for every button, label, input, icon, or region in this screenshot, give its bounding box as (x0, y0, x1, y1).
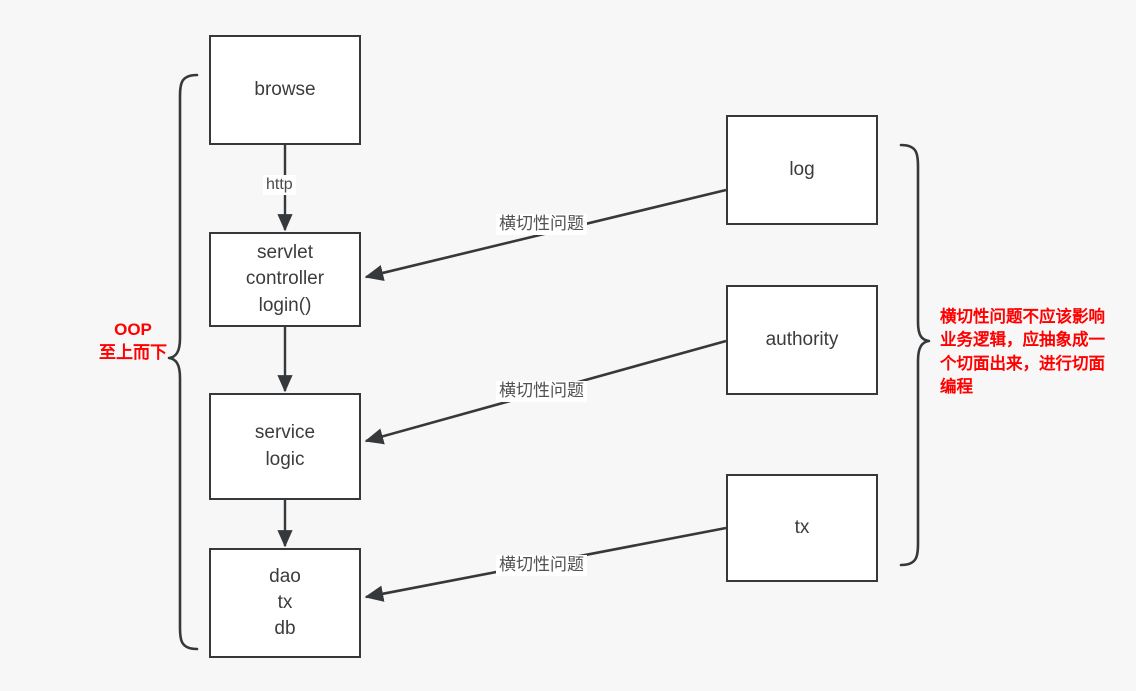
annotation-aspect-note: 横切性问题不应该影响业务逻辑，应抽象成一个切面出来，进行切面编程 (940, 308, 1105, 397)
annotation-oop-topdown: OOP 至上而下 (99, 320, 167, 363)
node-dao-label: dao tx db (269, 565, 301, 640)
node-service-logic-label: service logic (254, 422, 316, 470)
node-tx-label: tx (794, 516, 810, 538)
edge-label-log-crosscutting: 横切性问题 (496, 214, 587, 235)
node-authority[interactable]: authority (726, 285, 878, 395)
node-servlet-controller-label: servlet controller login() (245, 242, 325, 316)
node-browse[interactable]: browse (209, 35, 361, 145)
right-brace (899, 143, 931, 567)
node-log[interactable]: log (726, 115, 878, 225)
edge-label-tx-crosscutting: 横切性问题 (496, 555, 587, 576)
node-browse-label: browse (254, 78, 316, 100)
edge-label-authority-crosscutting: 横切性问题 (496, 381, 587, 402)
node-authority-label: authority (765, 328, 839, 350)
node-dao[interactable]: dao tx db (209, 548, 361, 658)
node-log-label: log (789, 158, 815, 180)
left-brace (167, 73, 199, 651)
node-service-logic[interactable]: service logic (209, 393, 361, 500)
node-tx[interactable]: tx (726, 474, 878, 582)
node-servlet-controller[interactable]: servlet controller login() (209, 232, 361, 327)
edge-label-http: http (263, 175, 296, 195)
